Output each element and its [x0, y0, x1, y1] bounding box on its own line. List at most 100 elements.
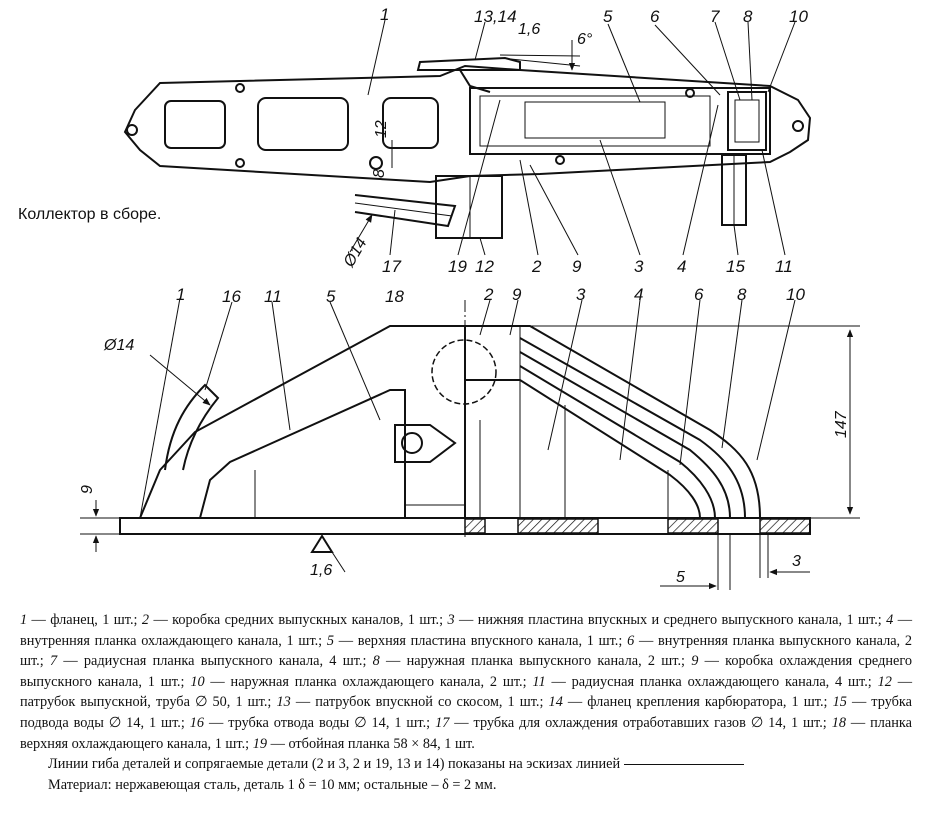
inlet-scarf: [459, 69, 491, 93]
upper-plate: [524, 101, 666, 139]
dim-dia14-front-leader: [149, 354, 211, 406]
leader-t9: [529, 164, 579, 256]
legend-part-number: 1: [20, 612, 28, 628]
legend-part-number: 18: [831, 714, 846, 731]
leader-f9: [509, 299, 519, 336]
label-1: 1: [380, 5, 389, 24]
legend-part-number: 16: [189, 714, 205, 731]
legend-part-text: — внутренняя планка охлаждающего канала,…: [20, 612, 912, 649]
legend-part-text: — верхняя пластина впускного канала, 1 ш…: [334, 632, 628, 649]
leader-f1: [139, 297, 181, 519]
legend-part-number: 10: [190, 673, 205, 690]
label-10: 10: [789, 7, 808, 26]
cooling-box: [727, 91, 767, 151]
legend-part-number: 19: [252, 735, 268, 752]
legend-part-text: — патрубок впускной со скосом, 1 шт.;: [290, 694, 549, 711]
leader-f6: [679, 299, 701, 466]
label-7: 7: [710, 7, 720, 26]
leader-t13: [474, 21, 486, 61]
legend-part-number: 8: [372, 653, 380, 670]
port-3: [382, 97, 439, 149]
angle-line-1: [499, 54, 581, 57]
cooling-pipe-axis: [354, 202, 453, 217]
legend-part-number: 12: [877, 673, 892, 690]
legend-part-text: — наружная планка выпускного канала, 2 ш…: [379, 653, 692, 670]
legend-part-text: — фланец крепления карбюратора, 1 шт.;: [562, 694, 833, 711]
hatch-flange-2: [517, 518, 599, 534]
legend-part-text: — внутренняя планка выпускного канала, 2…: [20, 632, 912, 670]
legend-part-number: 17: [435, 714, 450, 731]
bolt-hole-mid-top: [235, 83, 245, 93]
legend-parts-list: 1 — фланец, 1 шт.; 2 — коробка средних в…: [20, 610, 912, 754]
legend-part-text: — планка верхняя охлаждающего канала, 1 …: [20, 714, 912, 752]
leader-f2: [479, 299, 491, 336]
front-label-6: 6: [694, 285, 704, 304]
front-label-4: 4: [634, 285, 643, 304]
bolt-hole-mid-bottom: [235, 158, 245, 168]
port-2: [257, 97, 349, 151]
label-9: 9: [572, 257, 582, 276]
front-label-16: 16: [222, 287, 241, 306]
front-dim-9: 9: [79, 485, 96, 494]
front-label-1: 1: [176, 285, 185, 304]
front-label-8: 8: [737, 285, 747, 304]
hatch-flange-3: [667, 518, 719, 534]
bolt-hole-left: [126, 124, 138, 136]
exhaust-pipe: [435, 175, 503, 239]
label-13-14: 13,14: [474, 7, 517, 26]
label-6: 6: [650, 7, 660, 26]
legend-part-text: — трубка подвода воды ∅ 14, 1 шт.;: [20, 694, 913, 731]
legend-part-number: 2: [141, 612, 150, 628]
legend-part-number: 15: [832, 694, 847, 711]
leader-t12: [479, 237, 486, 256]
leader-f3: [547, 299, 583, 451]
cooling-box-inner: [734, 99, 760, 143]
roughness-tail: [331, 551, 346, 573]
leader-t11: [761, 149, 786, 256]
dim-12: 12: [373, 120, 390, 138]
leader-f16: [204, 301, 233, 391]
legend-part-text: — отбойная планка 58 × 84, 1 шт.: [267, 735, 475, 752]
front-label-11: 11: [264, 287, 282, 306]
leader-t8: [747, 21, 753, 101]
legend-part-text: — фланец, 1 шт.;: [27, 612, 142, 628]
label-3: 3: [634, 257, 644, 276]
top-view: [123, 19, 812, 256]
legend-part-text: — наружная планка охлаждающего канала, 2…: [204, 673, 533, 690]
leader-t7: [714, 21, 741, 101]
leader-f5: [329, 301, 381, 421]
leader-t1: [367, 19, 386, 96]
outlet-box-outer: [469, 87, 771, 155]
hole-boss: [394, 424, 457, 463]
channel-right-2: [519, 337, 746, 519]
dim-8: 8: [371, 169, 388, 178]
channel-right-outer: [465, 325, 761, 519]
note-material: Материал: нержавеющая сталь, деталь 1 δ …: [48, 776, 497, 793]
leader-t15: [733, 224, 739, 256]
front-label-9: 9: [512, 285, 522, 304]
leader-t6: [654, 24, 721, 96]
port-1: [164, 100, 226, 149]
legend-part-number: 6: [627, 632, 635, 649]
detail-circle: [369, 156, 383, 170]
leader-t19: [457, 99, 501, 256]
leader-f8: [721, 299, 743, 449]
label-12: 12: [475, 257, 494, 276]
label-4: 4: [677, 257, 686, 276]
channel-right-5: [465, 379, 701, 519]
label-2: 2: [531, 257, 542, 276]
leader-t10: [767, 21, 796, 93]
legend-part-text: — трубка отвода воды ∅ 14, 1 шт.;: [204, 714, 436, 731]
label-8: 8: [743, 7, 753, 26]
manifold-left-outer: [139, 325, 466, 519]
front-dim-3: 3: [792, 553, 801, 570]
cooling-pipe: [354, 194, 457, 228]
front-dim-dia14: Ø14: [103, 337, 134, 354]
dim-angle: 6°: [577, 31, 593, 48]
legend-part-number: 3: [447, 612, 455, 628]
channel-right-3: [519, 351, 731, 519]
dim-roughness-top: 1,6: [518, 21, 540, 38]
front-label-3: 3: [576, 285, 586, 304]
note-bend-lines: Линии гиба деталей и сопрягаемые детали …: [48, 754, 912, 775]
carb-flange: [416, 56, 521, 71]
